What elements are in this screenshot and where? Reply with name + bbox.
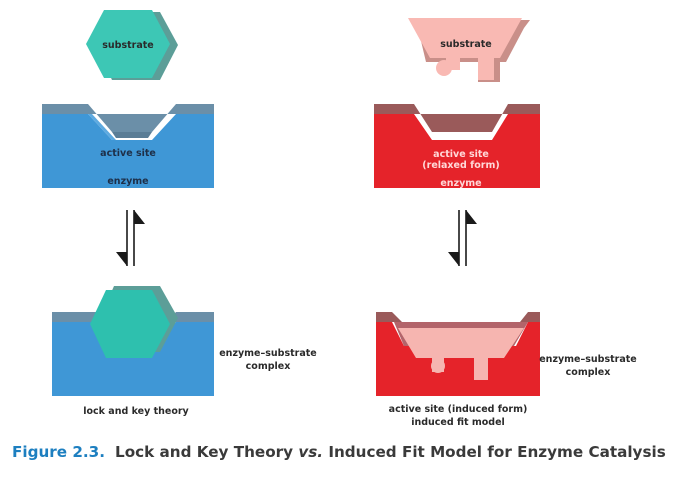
induced-fit-equilibrium-arrows (448, 210, 477, 266)
lock-key-complex-label-2: complex (246, 361, 291, 372)
induced-fit-active-site-label-1: active site (433, 149, 489, 160)
lock-key-theory-label: lock and key theory (83, 406, 189, 417)
lock-key-enzyme-face (42, 114, 214, 188)
induced-fit-model-label: induced fit model (411, 417, 505, 428)
lock-key-active-site-label: active site (100, 148, 156, 159)
induced-fit-complex (376, 312, 540, 396)
induced-fit-enzyme: active site (relaxed form) enzyme (374, 104, 540, 189)
induced-fit-substrate: substrate (408, 18, 530, 82)
caption-vs: vs. (298, 443, 324, 461)
induced-fit-down-arrow-head (448, 252, 459, 266)
induced-fit-complex-label-1: enzyme–substrate (539, 354, 637, 365)
lock-key-enzyme: active site enzyme (42, 104, 214, 188)
lock-key-up-arrow-head (134, 210, 145, 224)
induced-fit-active-site-label-2: (relaxed form) (422, 160, 499, 171)
induced-fit-up-arrow-head (466, 210, 477, 224)
induced-fit-complex-enzyme (376, 322, 540, 396)
lock-key-complex-label-1: enzyme–substrate (219, 348, 317, 359)
induced-fit-enzyme-label: enzyme (440, 178, 481, 189)
induced-fit-substrate-label: substrate (440, 39, 492, 50)
lock-key-down-arrow-head (116, 252, 127, 266)
figure-caption: Figure 2.3. Lock and Key Theory vs. Induc… (12, 440, 682, 464)
induced-fit-active-site-induced-label: active site (induced form) (389, 404, 528, 415)
induced-fit-complex-substrate (398, 328, 524, 380)
lock-key-complex-enzyme (52, 322, 214, 396)
caption-text-after: Induced Fit Model for Enzyme Catalysis (323, 443, 666, 461)
induced-fit-complex-label-2: complex (566, 367, 611, 378)
lock-key-equilibrium-arrows (116, 210, 145, 266)
lock-key-substrate-face (86, 10, 170, 78)
lock-key-enzyme-label: enzyme (107, 176, 148, 187)
lock-key-substrate-label: substrate (102, 40, 154, 51)
lock-key-complex (52, 286, 214, 396)
induced-fit-substrate-square-tab (478, 58, 494, 80)
caption-text-before: Lock and Key Theory (115, 443, 299, 461)
induced-fit-enzyme-face (374, 114, 540, 188)
induced-fit-substrate-round-tab (436, 60, 452, 76)
lock-key-complex-substrate (90, 290, 170, 358)
figure-number: Figure 2.3. (12, 443, 106, 461)
lock-key-enzyme-top (42, 104, 214, 132)
lock-key-substrate: substrate (86, 10, 178, 80)
